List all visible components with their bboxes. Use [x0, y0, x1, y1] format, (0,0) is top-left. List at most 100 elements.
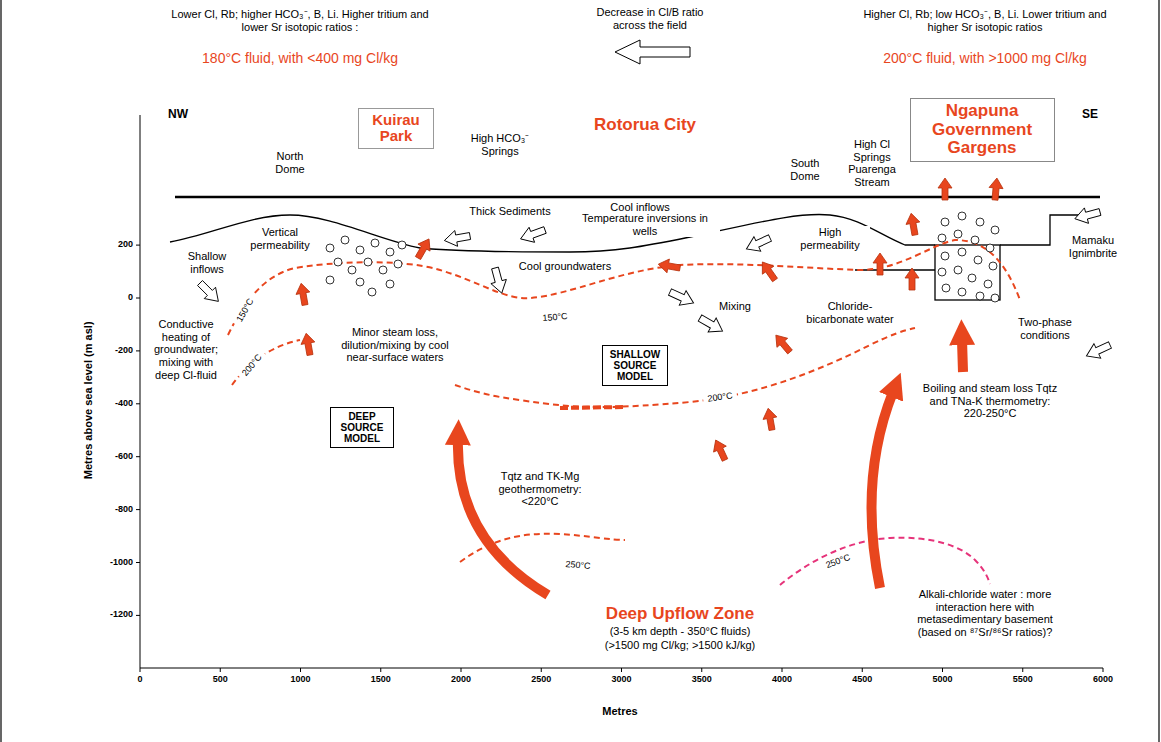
zone-note: (>1500 mg Cl/kg; >1500 kJ/kg): [570, 639, 790, 652]
place-label: Rotorua City: [565, 115, 725, 135]
place-box: Kuirau Park: [358, 108, 434, 149]
axis-tick-label: 3000: [602, 674, 642, 684]
axis-tick-label: 0: [120, 674, 160, 684]
axis-tick-label: 4000: [762, 674, 802, 684]
axes: [136, 350, 140, 351]
feature-label: Vertical permeability: [245, 226, 315, 251]
hot-fluid-arrows: [299, 332, 317, 356]
hot-fluid-arrows: [770, 331, 795, 357]
steam-bubbles: [341, 236, 349, 244]
cool-water-arrows: [696, 311, 727, 338]
place-box: Ngapuna Government Gargens: [910, 98, 1055, 162]
isotherms: [455, 328, 915, 407]
steam-bubbles: [986, 244, 994, 252]
process-note: Two-phase conditions: [1010, 316, 1080, 341]
axes: [140, 115, 1103, 668]
upflow-arrows: [458, 340, 963, 595]
hot-fluid-arrows: [761, 407, 779, 431]
hot-fluid-arrows: [757, 258, 781, 284]
process-note: Mixing: [710, 300, 760, 313]
axis-tick-label: 0: [97, 292, 133, 302]
steam-bubbles: [976, 292, 984, 300]
feature-label: Thick Sediments: [460, 205, 560, 218]
isotherms: [560, 407, 625, 408]
axes: [541, 668, 542, 672]
steam-bubbles: [356, 246, 364, 254]
cool-water-arrows: [194, 204, 1113, 363]
hot-fluid-arrows: [294, 177, 1004, 462]
isotherms: [228, 240, 1020, 585]
steam-bubbles: [941, 252, 949, 260]
steam-bubbles: [326, 212, 999, 302]
model-box: SHALLOW SOURCE MODEL: [602, 345, 668, 386]
page-frame: [1158, 0, 1159, 742]
axes: [380, 668, 381, 672]
ground-surface: [170, 214, 935, 252]
axes: [942, 668, 943, 672]
upflow-arrows: [962, 340, 963, 372]
steam-bubbles: [379, 266, 387, 274]
feature-label: Temperature inversions in wells: [570, 212, 720, 237]
steam-bubbles: [976, 218, 984, 226]
axis-tick-label: 2500: [521, 674, 561, 684]
cool-water-arrows: [487, 266, 509, 295]
cool-water-arrows: [1073, 204, 1102, 226]
axes: [136, 562, 140, 563]
axes: [136, 456, 140, 457]
cool-water-arrows: [743, 231, 773, 256]
axes: [701, 668, 702, 672]
hot-fluid-arrows: [988, 177, 1004, 200]
axis-title: Metres: [580, 705, 660, 718]
hot-fluid-arrows: [412, 235, 435, 261]
axis-tick-label: 500: [200, 674, 240, 684]
feature-label: Cool groundwaters: [510, 260, 620, 273]
steam-bubbles: [958, 288, 966, 296]
chemistry-note: Lower Cl, Rb; higher HCO₃⁻, B, Li. Highe…: [165, 8, 435, 33]
chemistry-note: Higher Cl, Rb; low HCO₃⁻, B, Li. Lower t…: [855, 8, 1115, 33]
axis-tick-label: 4500: [842, 674, 882, 684]
cool-water-arrows: [443, 228, 471, 248]
steam-bubbles: [941, 218, 949, 226]
steam-bubbles: [974, 256, 982, 264]
axes: [220, 668, 221, 672]
box-text: Ngapuna Government Gargens: [914, 102, 1051, 158]
isotherm-label: 200°C: [237, 349, 267, 382]
steam-bubbles: [958, 212, 966, 220]
model-box: DEEP SOURCE MODEL: [330, 407, 394, 448]
axes: [1103, 668, 1104, 672]
axes: [136, 509, 140, 510]
axes: [136, 245, 1103, 672]
feature-label: High permeability: [790, 226, 870, 251]
feature-label: Mamaku Ignimbrite: [1061, 234, 1125, 259]
steam-bubbles: [368, 288, 376, 296]
axes: [140, 668, 141, 672]
axis-tick-label: 5000: [923, 674, 963, 684]
steam-bubbles: [968, 274, 976, 282]
isotherm-label: 150°C: [232, 293, 258, 328]
steam-bubbles: [394, 260, 402, 268]
axis-tick-label: -600: [97, 451, 133, 461]
ground-surface: [855, 269, 935, 270]
axes: [136, 403, 140, 404]
cl-b-trend-arrow: [615, 40, 690, 64]
steam-bubbles: [942, 284, 950, 292]
isotherm-label: 250°C: [820, 550, 855, 571]
steam-bubbles: [386, 280, 394, 288]
process-note: Chloride-bicarbonate water: [800, 300, 900, 325]
axes: [782, 668, 783, 672]
hot-fluid-arrows: [709, 437, 731, 463]
steam-bubbles: [958, 248, 966, 256]
axis-title: Metres above sea level (m asl): [82, 240, 95, 560]
cool-water-arrows: [518, 222, 548, 246]
axis-tick-label: 3500: [682, 674, 722, 684]
axis-tick-label: -1000: [97, 557, 133, 567]
steam-bubbles: [991, 226, 999, 234]
trend-note: Decrease in Cl/B ratio across the field: [580, 6, 720, 31]
steam-bubbles: [954, 230, 962, 238]
hot-fluid-arrows: [904, 212, 922, 236]
axes: [136, 115, 1103, 672]
steam-bubbles: [971, 236, 979, 244]
process-note: Boiling and steam loss Tqtz and TNa-K th…: [920, 382, 1060, 420]
axis-tick-label: 1000: [281, 674, 321, 684]
axis-tick-label: -800: [97, 504, 133, 514]
